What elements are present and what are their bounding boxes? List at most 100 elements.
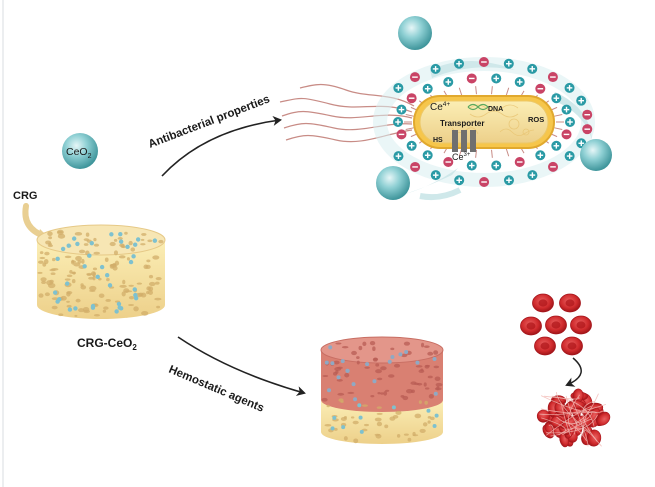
minus-charge-icon — [535, 83, 546, 94]
composite-label: CRG-CeO — [77, 336, 132, 350]
ceo2-dot — [90, 305, 96, 310]
svg-text:Ce4+: Ce4+ — [430, 101, 450, 113]
ceo2-dot — [95, 274, 100, 280]
ceo2-dot — [57, 297, 62, 302]
red-blood-cell — [570, 315, 592, 335]
plus-charge-icon — [393, 82, 404, 93]
plus-charge-icon — [422, 83, 433, 94]
minus-charge-icon — [561, 129, 572, 140]
ceo2-dot — [73, 306, 78, 311]
svg-text:CRG-CeO2: CRG-CeO2 — [77, 336, 137, 352]
ceo2-dot — [152, 238, 158, 243]
plus-charge-icon — [454, 58, 465, 69]
minus-charge-icon — [548, 161, 559, 172]
plus-charge-icon — [503, 175, 514, 186]
plus-charge-icon — [396, 104, 407, 115]
plus-charge-icon — [393, 117, 403, 127]
minus-charge-icon — [514, 157, 525, 168]
minus-charge-icon — [479, 176, 490, 187]
ceo2-dot — [104, 273, 110, 278]
minus-charge-icon — [443, 157, 454, 168]
ceo2-dot — [65, 281, 70, 286]
ceo2-dot — [109, 232, 114, 237]
ceo2-dot — [66, 243, 71, 248]
ceo2-nanoparticle — [398, 16, 432, 50]
ceo2-dot — [132, 287, 137, 292]
transporter-label: Transporter — [440, 119, 484, 128]
dna-label: DNA — [488, 106, 503, 113]
svg-text:Ce3+: Ce3+ — [452, 152, 471, 162]
minus-charge-icon — [582, 124, 593, 135]
blood-clot — [536, 388, 611, 448]
ceo2-dot — [89, 240, 94, 246]
plus-charge-icon — [527, 170, 538, 181]
ceo2-dot — [71, 236, 77, 241]
plus-charge-icon — [430, 170, 441, 181]
transporter-channels — [452, 130, 476, 152]
ceo2-dot — [75, 241, 80, 247]
ceo2-dot — [87, 253, 92, 258]
plus-charge-icon — [454, 175, 465, 186]
ceo2-dot — [133, 292, 138, 298]
hs-label: HS — [433, 137, 443, 144]
red-blood-cell — [520, 316, 542, 336]
ceo2-dot — [118, 239, 124, 244]
ceo2-subscript: 2 — [88, 153, 92, 160]
hemostatic-label: Hemostatic agents — [167, 364, 266, 415]
plus-charge-icon — [503, 58, 514, 69]
ce3-superscript: 3+ — [464, 152, 471, 158]
plus-charge-icon — [430, 63, 441, 74]
minus-charge-icon — [478, 57, 489, 68]
plus-charge-icon — [561, 104, 572, 115]
ros-label: ROS — [528, 115, 544, 124]
ceo2-dot — [118, 306, 124, 311]
ce4-superscript: 4+ — [443, 101, 451, 108]
minus-charge-icon — [466, 73, 477, 84]
ceo2-dot — [116, 301, 122, 307]
ceo2-dot — [82, 264, 87, 269]
dna-helix-icon — [467, 103, 489, 111]
plus-charge-icon — [406, 140, 417, 151]
minus-charge-icon — [409, 72, 420, 83]
ceo2-dot — [125, 244, 130, 250]
ceo2-nanoparticle — [580, 139, 612, 171]
hemostatic-arrow — [177, 336, 306, 396]
red-blood-cell — [559, 293, 581, 313]
composite-subscript: 2 — [132, 343, 137, 352]
plus-charge-icon — [466, 160, 477, 171]
plus-charge-icon — [535, 150, 546, 161]
red-blood-cells — [520, 293, 592, 356]
plus-charge-icon — [491, 73, 502, 84]
plus-charge-icon — [565, 117, 575, 127]
minus-charge-icon — [396, 129, 407, 140]
red-blood-cell — [545, 315, 567, 335]
minus-charge-icon — [410, 161, 421, 172]
ceo2-dot — [118, 232, 123, 237]
ceo2-dot — [55, 256, 60, 262]
red-blood-cell — [561, 336, 583, 356]
ceo2-nanoparticle — [376, 166, 410, 200]
ceo2-dot — [60, 246, 66, 252]
plus-charge-icon — [564, 151, 575, 162]
plus-charge-icon — [514, 76, 525, 87]
ceo2-label: CeO — [66, 146, 88, 158]
ceo2-dot — [52, 290, 58, 295]
hemostatic-sponge — [320, 336, 444, 444]
ceo2-dot — [99, 264, 105, 270]
plus-charge-icon — [551, 140, 562, 151]
minus-charge-icon — [406, 93, 417, 104]
crg-ceo2-sponge — [36, 224, 166, 319]
ceo2-dot — [128, 259, 134, 265]
ce4-label: Ce — [430, 102, 443, 113]
ceo2-dot — [67, 307, 73, 312]
ceo2-dot — [107, 283, 113, 288]
antibacterial-label: Antibacterial properties — [147, 93, 272, 150]
ceo2-dot — [131, 254, 136, 259]
ceo2-dot — [132, 242, 138, 247]
plus-charge-icon — [422, 150, 433, 161]
plus-charge-icon — [576, 95, 587, 106]
red-blood-cell — [534, 336, 556, 356]
minus-charge-icon — [547, 72, 558, 83]
